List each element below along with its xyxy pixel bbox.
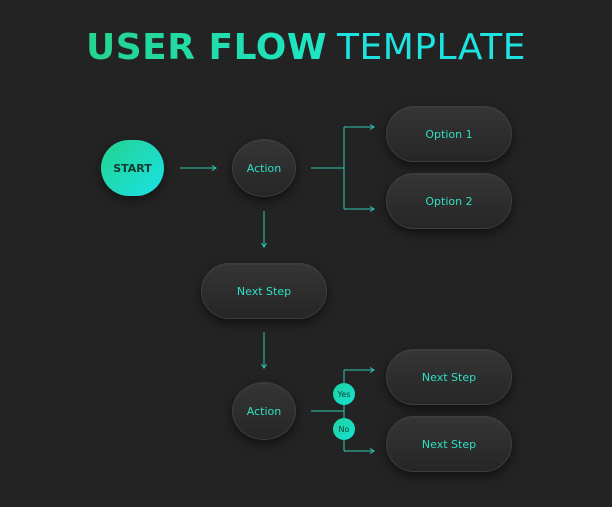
option-2-node[interactable]: Option 2	[386, 173, 512, 229]
arrowhead-no	[369, 448, 375, 454]
arrowhead-option-2	[369, 206, 375, 212]
arrowhead-start-to-action	[211, 165, 217, 171]
action-node-2[interactable]: Action	[232, 382, 296, 440]
next-step-yes-node[interactable]: Next Step	[386, 349, 512, 405]
next-step-no-node[interactable]: Next Step	[386, 416, 512, 472]
action-node-1[interactable]: Action	[232, 139, 296, 197]
title-light: TEMPLATE	[337, 27, 527, 68]
arrowhead-yes	[369, 367, 375, 373]
next-step-node[interactable]: Next Step	[201, 263, 327, 319]
title-bold: USER FLOW	[85, 27, 328, 68]
no-badge: No	[333, 418, 355, 440]
arrowhead-next-step-to-action	[261, 363, 267, 369]
option-1-node[interactable]: Option 1	[386, 106, 512, 162]
arrowhead-action-to-next-step	[261, 242, 267, 248]
start-node[interactable]: START	[101, 140, 164, 196]
arrowhead-option-1	[369, 124, 375, 130]
yes-badge: Yes	[333, 383, 355, 405]
